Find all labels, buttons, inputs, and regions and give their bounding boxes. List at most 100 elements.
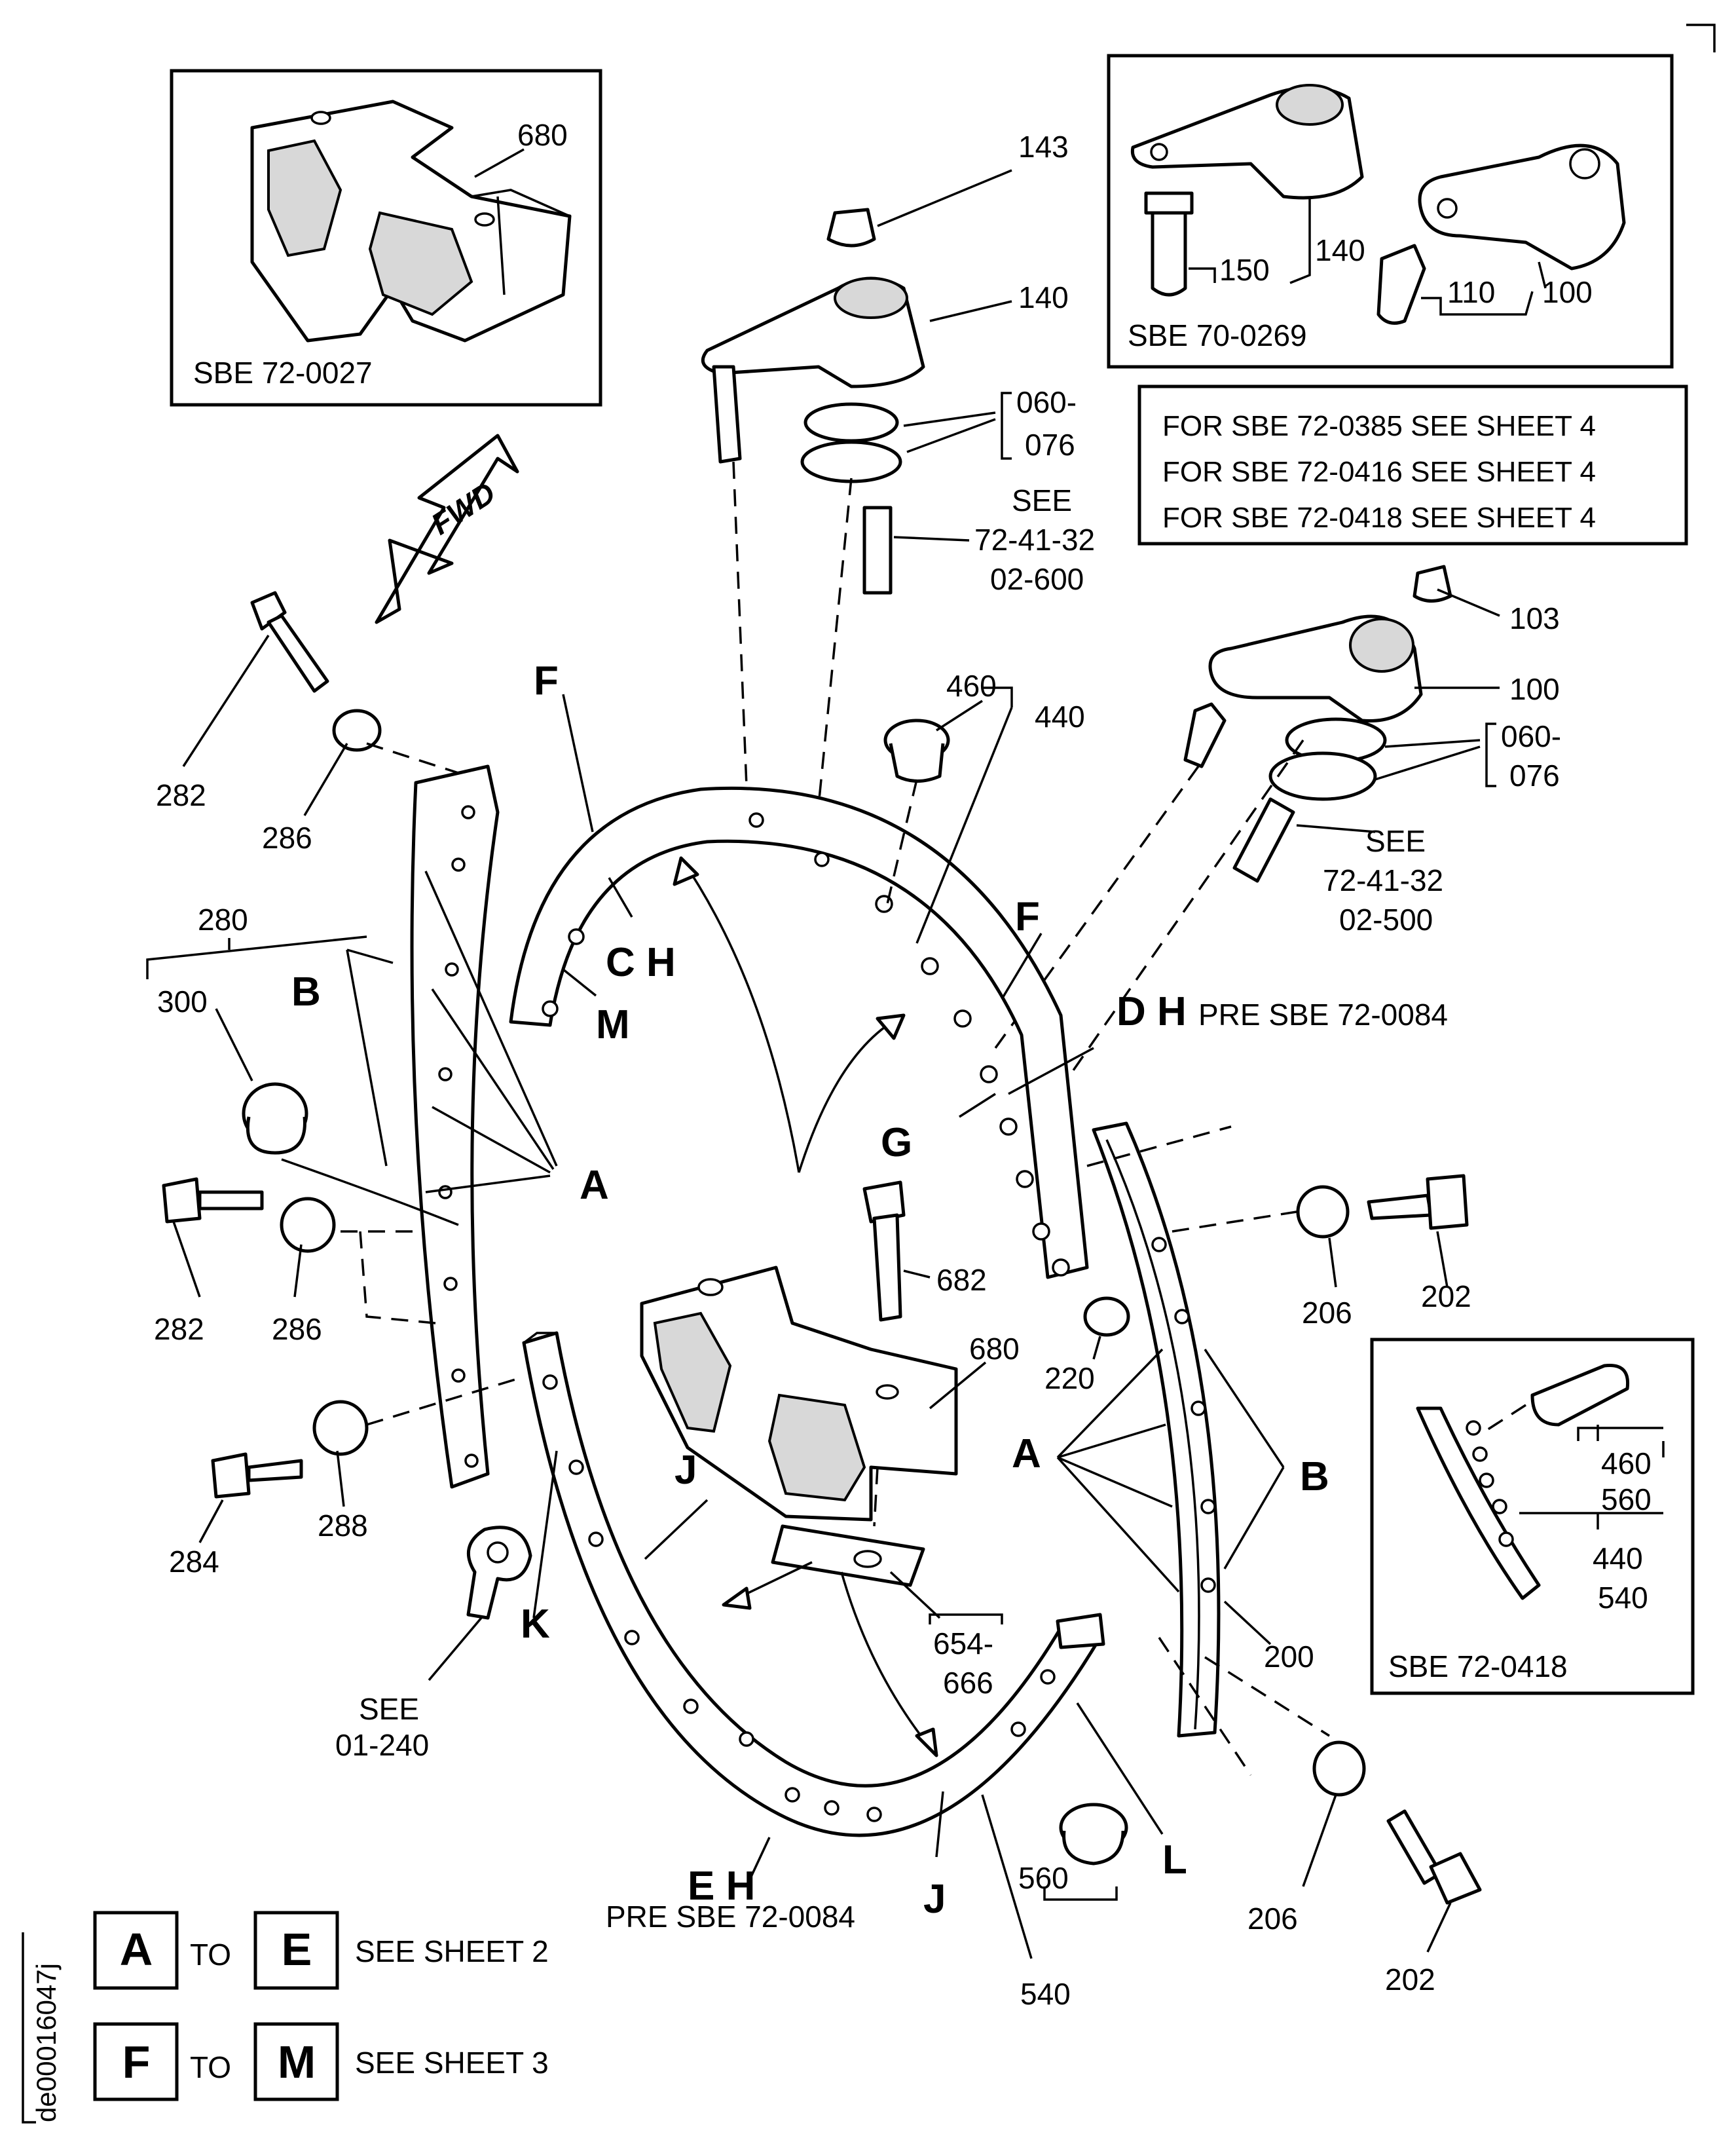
part-label-286: 286 bbox=[262, 821, 312, 855]
inset-title: SBE 72-0027 bbox=[193, 356, 373, 390]
note-line: FOR SBE 72-0416 SEE SHEET 4 bbox=[1162, 456, 1596, 488]
note-frame bbox=[1137, 384, 1688, 546]
center-bracket-assembly bbox=[640, 1180, 1130, 1757]
view-letter: M bbox=[596, 1002, 630, 1047]
part-label-682: 682 bbox=[936, 1263, 987, 1297]
bolt-shank bbox=[247, 1459, 303, 1482]
bolt-shank-682 bbox=[872, 1213, 902, 1322]
bolt-head-282 bbox=[250, 591, 287, 631]
view-letter: A bbox=[580, 1163, 609, 1208]
left-ring-segment bbox=[146, 591, 558, 1681]
see-ref: 02-600 bbox=[990, 562, 1084, 596]
view-letter: K bbox=[521, 1602, 550, 1647]
sleeve-286 bbox=[280, 1197, 336, 1253]
part-label-100: 100 bbox=[1509, 672, 1560, 706]
part-label-654: 654- bbox=[933, 1626, 993, 1660]
washer-060 bbox=[803, 402, 899, 443]
view-letter: C H bbox=[606, 940, 676, 985]
bracket-680 bbox=[640, 1266, 958, 1522]
legend-box-m bbox=[253, 2022, 339, 2101]
part-label-060: 060- bbox=[1016, 385, 1077, 419]
legend-to: TO bbox=[190, 2050, 231, 2084]
part-label-202: 202 bbox=[1421, 1279, 1471, 1313]
threaded-stud bbox=[1232, 797, 1295, 883]
right-ring-segment bbox=[1056, 1121, 1482, 1953]
view-letter: J bbox=[923, 1877, 946, 1922]
inset-sbe-72-0418: 460 560 440 540 SBE 72-0418 bbox=[1370, 1338, 1695, 1695]
lower-ring-segment bbox=[522, 1331, 1164, 1959]
see-ref: 02-500 bbox=[1339, 903, 1433, 937]
inset-frame bbox=[170, 69, 602, 407]
see-ref: SEE bbox=[359, 1692, 419, 1726]
part-label-143: 143 bbox=[1018, 130, 1069, 164]
bushing-detail bbox=[1530, 1363, 1630, 1427]
view-letter: F bbox=[534, 658, 559, 703]
bracket-hole bbox=[474, 212, 495, 227]
part-label-282: 282 bbox=[156, 778, 206, 812]
washer-076 bbox=[1268, 751, 1377, 801]
bolt-head-682 bbox=[862, 1180, 906, 1224]
part-label-666: 666 bbox=[943, 1666, 993, 1700]
legend-letter: M bbox=[278, 2036, 316, 2088]
nut-143 bbox=[826, 208, 876, 248]
inset-frame bbox=[1370, 1338, 1695, 1695]
part-label-076: 076 bbox=[1025, 428, 1075, 462]
part-label-140: 140 bbox=[1018, 280, 1069, 314]
nut-103 bbox=[1413, 565, 1452, 603]
inset-title: SBE 70-0269 bbox=[1128, 318, 1307, 352]
bolt-shank bbox=[267, 614, 329, 693]
bracket-window-left bbox=[267, 139, 342, 257]
inset-part-label: 110 bbox=[1447, 275, 1495, 309]
inset-part-label: 440 bbox=[1593, 1541, 1643, 1575]
legend-text: SEE SHEET 3 bbox=[355, 2046, 549, 2080]
threaded-stud bbox=[862, 506, 893, 595]
view-letter: A bbox=[1012, 1431, 1041, 1476]
ring-segment-upper bbox=[509, 786, 1089, 1279]
part-label-680: 680 bbox=[969, 1332, 1020, 1366]
right-lever-assembly bbox=[994, 565, 1500, 1108]
part-label-284: 284 bbox=[169, 1545, 219, 1579]
view-letter: L bbox=[1162, 1837, 1187, 1883]
part-label-202: 202 bbox=[1385, 1962, 1435, 1997]
view-letter: J bbox=[674, 1448, 697, 1493]
bolt-head-284 bbox=[211, 1452, 251, 1499]
part-label-440: 440 bbox=[1035, 700, 1085, 734]
legend-letter: A bbox=[120, 1924, 153, 1975]
shim-654 bbox=[771, 1524, 925, 1587]
note-line: FOR SBE 72-0385 SEE SHEET 4 bbox=[1162, 410, 1596, 442]
part-label-206: 206 bbox=[1302, 1296, 1352, 1330]
inset-sbe-72-0027: 680 SBE 72-0027 bbox=[170, 69, 602, 407]
lever-pin bbox=[712, 365, 742, 464]
bolt-shank bbox=[198, 1190, 264, 1210]
bolt-head-202 bbox=[1429, 1852, 1482, 1905]
note-box: FOR SBE 72-0385 SEE SHEET 4 FOR SBE 72-0… bbox=[1137, 384, 1688, 546]
see-ref: 72-41-32 bbox=[974, 523, 1095, 557]
inset-part-label: 150 bbox=[1219, 253, 1270, 287]
part-label-540: 540 bbox=[1020, 1977, 1071, 2011]
part-label-286: 286 bbox=[272, 1312, 322, 1346]
part-label-076: 076 bbox=[1509, 759, 1560, 793]
part-label-300: 300 bbox=[157, 985, 208, 1019]
part-label-103: 103 bbox=[1509, 601, 1560, 635]
inset-sbe-70-0269: 150 140 110 100 SBE 70-0269 bbox=[1107, 54, 1674, 369]
bolt-head-282 bbox=[162, 1177, 202, 1224]
pre-sbe-note: PRE SBE 72-0084 bbox=[606, 1900, 855, 1934]
ring-segment-right bbox=[1092, 1121, 1221, 1738]
pin-150-shape bbox=[1151, 201, 1187, 297]
washer-076 bbox=[800, 440, 902, 483]
sleeve-288 bbox=[312, 1400, 369, 1456]
inset-part-label: 540 bbox=[1598, 1581, 1648, 1615]
see-ref: 01-240 bbox=[335, 1728, 429, 1762]
legend-text: SEE SHEET 2 bbox=[355, 1934, 549, 1968]
sleeve-206 bbox=[1312, 1740, 1366, 1797]
fwd-arrow: FWD bbox=[375, 434, 519, 624]
part-label-200: 200 bbox=[1264, 1640, 1314, 1674]
part-label-560: 560 bbox=[1018, 1861, 1069, 1895]
inset-part-label: 460 bbox=[1601, 1446, 1652, 1480]
legend-box-e bbox=[253, 1911, 339, 1990]
legend-box-f bbox=[93, 2022, 179, 2101]
part-label-288: 288 bbox=[318, 1509, 368, 1543]
legend-box-a bbox=[93, 1911, 179, 1990]
lever-bore bbox=[1276, 84, 1344, 126]
